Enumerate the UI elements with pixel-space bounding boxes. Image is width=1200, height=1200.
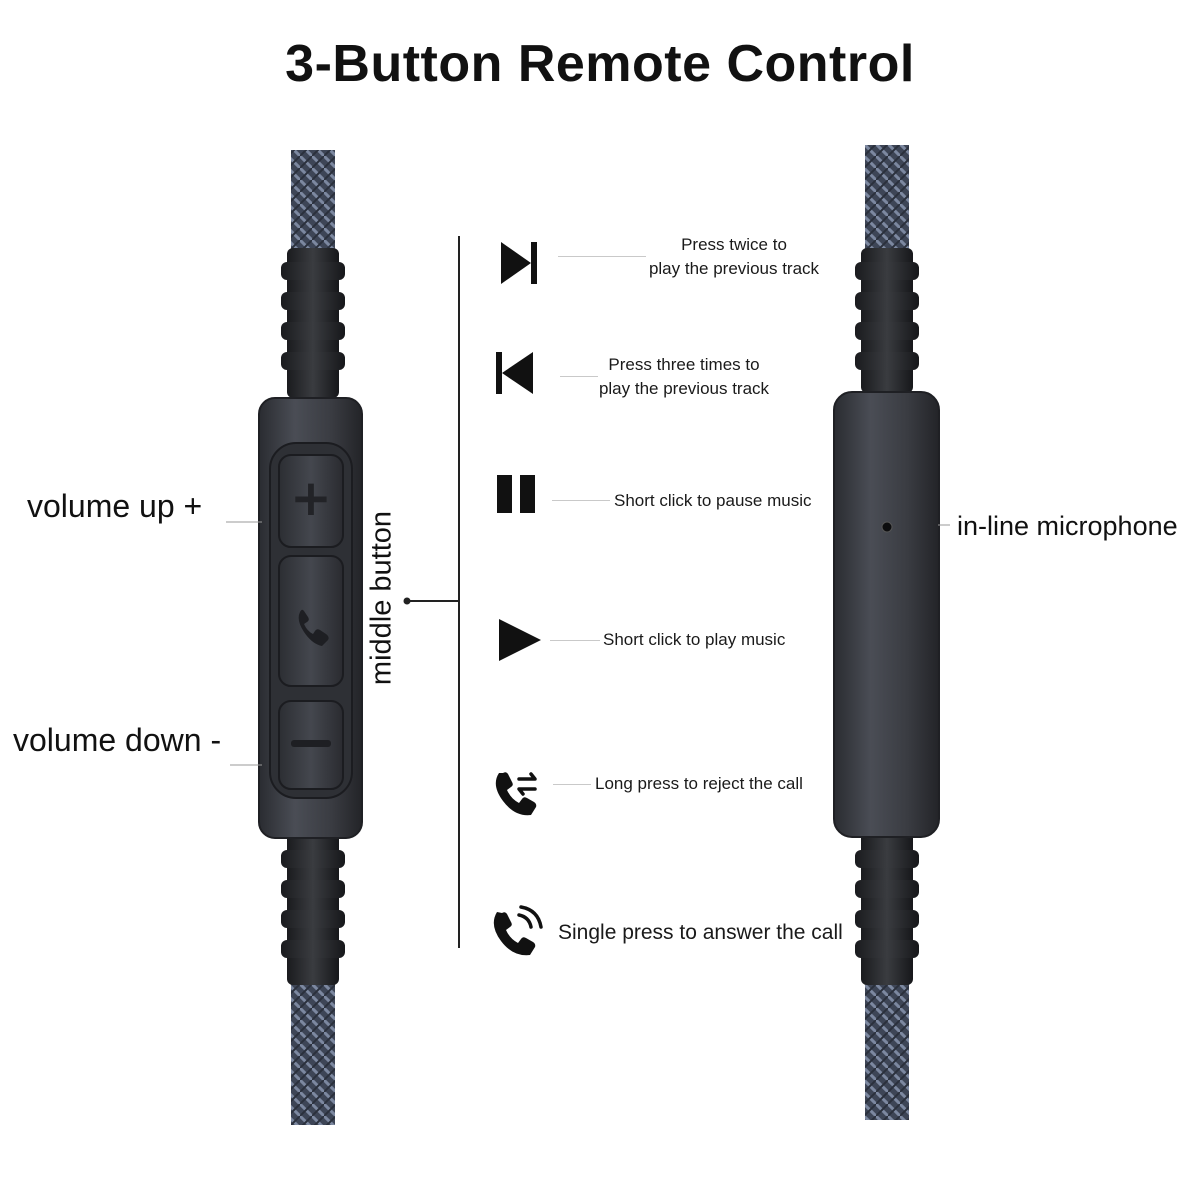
microphone-label: in-line microphone	[957, 511, 1178, 541]
answer-call-icon	[493, 905, 543, 956]
function-line: Short click to pause music	[614, 491, 812, 510]
plus-icon: +	[290, 469, 332, 527]
function-text-previous-track: Press three times to play the previous t…	[596, 353, 772, 401]
left-strain-relief-top	[281, 248, 345, 398]
volume-down-label: volume down -	[13, 722, 222, 758]
function-text-play: Short click to play music	[603, 628, 785, 652]
right-strain-relief-bottom	[855, 825, 919, 985]
microphone-hole	[881, 521, 893, 533]
function-line: play the previous track	[648, 259, 820, 278]
page-title: 3-Button Remote Control	[285, 35, 915, 93]
function-line: Press twice to	[681, 235, 787, 254]
left-cable-top	[291, 150, 335, 260]
middle-button-label: middle button	[365, 510, 398, 686]
volume-down-button[interactable]	[278, 700, 344, 790]
right-cable-top	[865, 145, 909, 255]
next-track-icon	[501, 242, 537, 284]
function-line: Short click to play music	[603, 630, 786, 649]
right-strain-relief-top	[855, 248, 919, 393]
function-leader	[553, 784, 591, 785]
function-leader	[560, 376, 598, 377]
function-line: Press three times to	[608, 355, 760, 374]
function-text-next-track: Press twice to play the previous track	[646, 233, 822, 281]
function-leader	[552, 500, 610, 501]
function-line: play the previous track	[598, 379, 770, 398]
reject-call-icon	[495, 772, 537, 816]
left-cable-bottom	[291, 975, 335, 1125]
right-remote-body	[833, 391, 940, 838]
middle-button-callout	[403, 236, 460, 948]
previous-track-icon	[496, 352, 533, 394]
middle-phone-button[interactable]	[278, 555, 344, 687]
function-line: Single press to answer the call	[558, 921, 843, 944]
left-strain-relief-bottom	[281, 825, 345, 985]
right-remote	[833, 145, 950, 1120]
phone-icon	[298, 609, 329, 646]
volume-up-button[interactable]: +	[278, 454, 344, 548]
play-icon	[499, 619, 541, 661]
pause-icon	[497, 475, 535, 513]
minus-icon	[291, 740, 331, 747]
function-leader	[558, 256, 646, 257]
volume-up-label: volume up +	[27, 488, 203, 524]
function-text-reject-call: Long press to reject the call	[595, 772, 803, 796]
function-text-answer-call: Single press to answer the call	[558, 921, 843, 945]
right-cable-bottom	[865, 975, 909, 1120]
function-line: Long press to reject the call	[595, 774, 803, 793]
left-remote: +	[226, 150, 363, 1125]
function-text-pause: Short click to pause music	[614, 489, 811, 513]
function-leader	[550, 640, 600, 641]
